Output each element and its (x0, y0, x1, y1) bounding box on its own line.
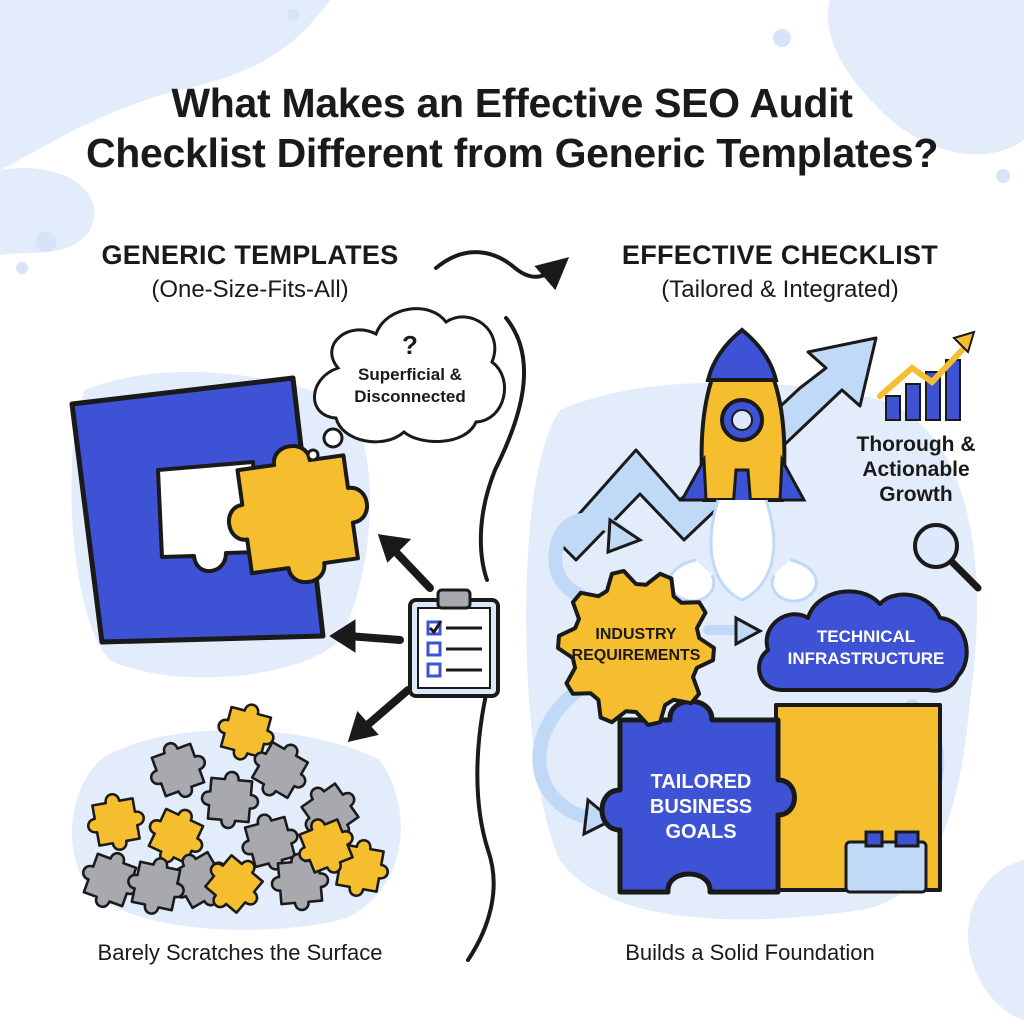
yellow-puzzle-piece-icon (226, 444, 369, 585)
generic-templates-heading: GENERIC TEMPLATES (101, 240, 399, 270)
scattered-puzzle-pieces-icon (81, 703, 389, 915)
gear-shape (556, 569, 716, 727)
scattered-puzzle-piece (203, 853, 265, 915)
gear-icon (556, 569, 716, 727)
thought-bubble-text: Superficial & Disconnected (330, 364, 490, 408)
rocket-icon (667, 327, 818, 603)
effective-checklist-heading: EFFECTIVE CHECKLIST (621, 240, 939, 270)
gear-label: INDUSTRY REQUIREMENTS (566, 624, 706, 666)
effective-checklist-subheading: (Tailored & Integrated) (661, 276, 899, 303)
thought-bubble-line-1: Superficial & (358, 365, 462, 384)
growth-line-3: Growth (879, 483, 953, 506)
left-arrows (329, 534, 434, 743)
thought-bubble-line-2: Disconnected (354, 387, 466, 406)
scattered-puzzle-piece (127, 857, 185, 915)
clipboard-checklist-icon (408, 588, 500, 698)
cloud-line-2: INFRASTRUCTURE (787, 649, 945, 668)
growth-line-2: Actionable (862, 458, 970, 481)
scattered-puzzle-piece (298, 818, 354, 874)
puzzle-piece-icon (599, 698, 797, 895)
cloud-label: TECHNICAL INFRASTRUCTURE (776, 626, 956, 670)
scattered-puzzle-piece (200, 770, 260, 830)
header-connector-arrow (434, 250, 570, 291)
scattered-puzzle-piece (87, 793, 145, 851)
title-line-1: What Makes an Effective SEO Audit (171, 80, 853, 126)
title-line-2: Checklist Different from Generic Templat… (85, 130, 939, 176)
gear-line-2: REQUIREMENTS (571, 647, 701, 664)
puzzle-label: TAILORED BUSINESS GOALS (626, 770, 776, 845)
toolbox-icon (844, 830, 928, 894)
magnifying-glass-icon (913, 523, 982, 592)
puzzle-line-2: BUSINESS (649, 796, 753, 818)
scattered-puzzle-piece (81, 851, 139, 909)
growth-label: Thorough & Actionable Growth (836, 432, 996, 507)
thought-bubble-icon (306, 307, 506, 462)
left-caption: Barely Scratches the Surface (97, 940, 383, 965)
generic-templates-subheading: (One-Size-Fits-All) (151, 276, 349, 303)
cloud-icon (757, 589, 969, 693)
puzzle-line-3: GOALS (665, 821, 737, 843)
scattered-puzzle-piece (250, 740, 310, 800)
gear-line-1: INDUSTRY (595, 626, 677, 643)
page-title: What Makes an Effective SEO Audit Checkl… (60, 78, 964, 178)
trend-arrow-icon (554, 336, 878, 562)
question-mark-icon: ? (402, 330, 418, 360)
growth-line-1: Thorough & (856, 433, 976, 456)
right-caption: Builds a Solid Foundation (625, 940, 875, 965)
bar-chart-growth-icon (877, 330, 976, 421)
divider-squiggle (466, 316, 526, 962)
scattered-puzzle-piece (149, 741, 207, 799)
cloud-line-1: TECHNICAL (816, 627, 916, 646)
blue-frame-puzzle-icon (69, 375, 326, 645)
puzzle-line-1: TAILORED (650, 771, 752, 793)
